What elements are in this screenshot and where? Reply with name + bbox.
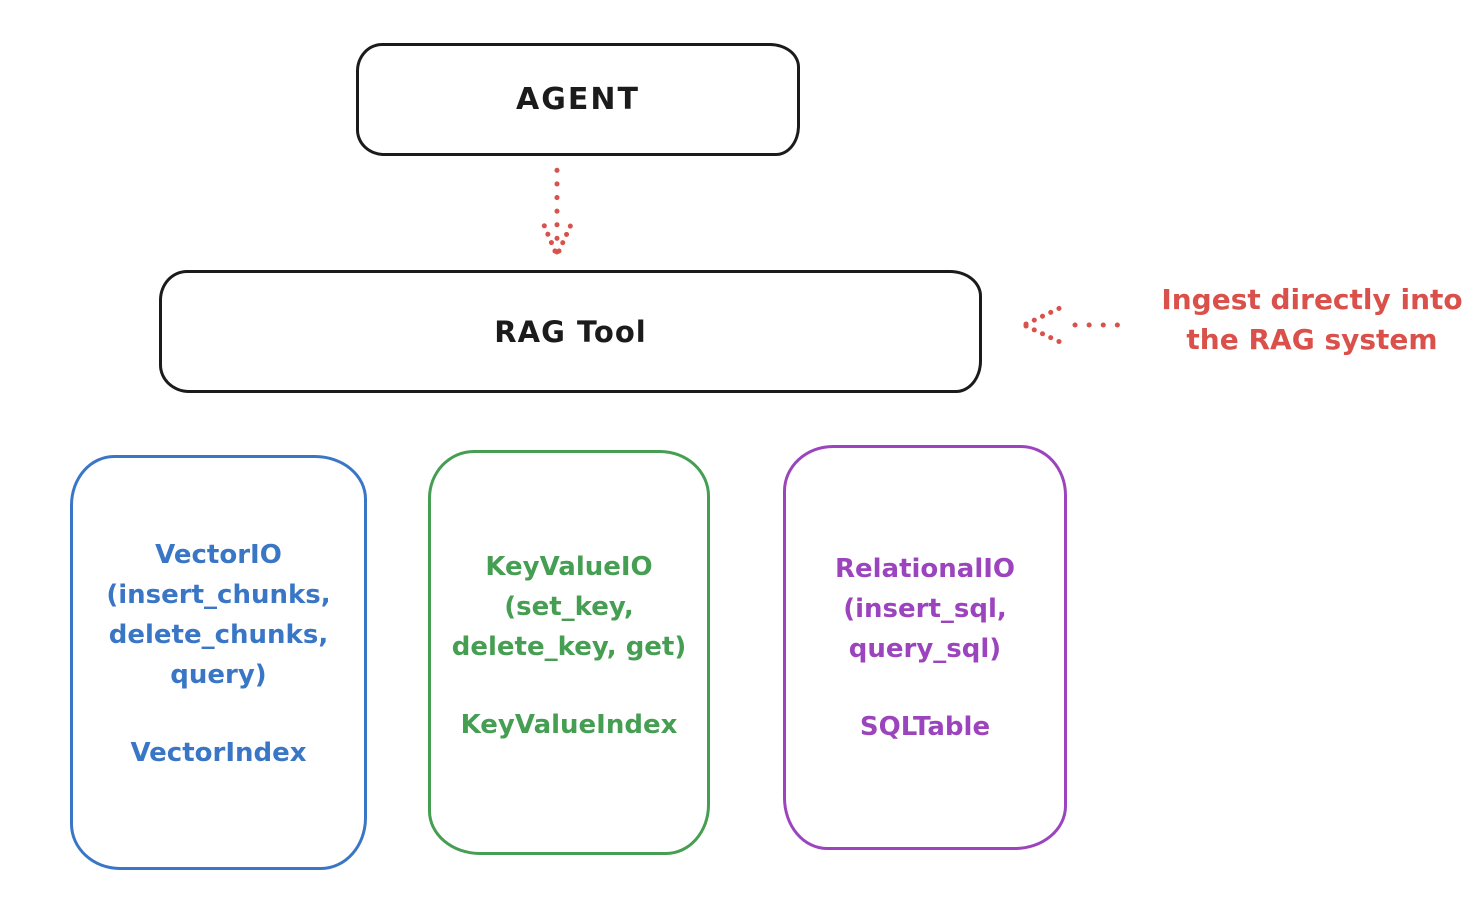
agent-node: AGENT [356, 43, 800, 156]
vector-io-method-line: (insert_chunks, [106, 580, 331, 610]
arrow-down-left-barb [538, 215, 558, 254]
keyvalue-io-title: KeyValueIO [485, 552, 653, 582]
ingest-annotation-line2: the RAG system [1186, 323, 1438, 356]
rag-tool-node: RAG Tool [159, 270, 982, 393]
arrow-down-right-barb [556, 215, 577, 254]
keyvalue-io-method-line: (set_key, [504, 592, 634, 622]
vector-io-method-line: delete_chunks, [108, 620, 329, 650]
relational-io-method-line: query_sql) [848, 634, 1002, 664]
dotted-arrow-agent-to-ragtool-icon [538, 165, 577, 255]
sqltable-label: SQLTable [859, 712, 991, 742]
dotted-arrow-ingest-icon [1023, 304, 1134, 345]
vector-io-title: VectorIO [155, 540, 282, 570]
relational-io-title: RelationalIO [834, 554, 1016, 584]
ingest-annotation-line1: Ingest directly into [1161, 283, 1463, 316]
ingest-annotation: Ingest directly into the RAG system [1140, 280, 1484, 360]
agent-label: AGENT [516, 82, 640, 117]
vector-io-node: VectorIO (insert_chunks, delete_chunks, … [70, 455, 367, 870]
arrow-left-bottom-barb [1023, 323, 1063, 345]
relational-io-node: RelationalIO (insert_sql, query_sql) SQL… [783, 445, 1067, 850]
arrow-left-top-barb [1023, 304, 1065, 327]
keyvalue-io-method-line: delete_key, get) [451, 632, 687, 662]
rag-tool-label: RAG Tool [494, 314, 647, 349]
vector-io-method-line: query) [170, 660, 267, 690]
keyvalue-index-label: KeyValueIndex [460, 710, 678, 740]
relational-io-method-line: (insert_sql, [843, 594, 1007, 624]
keyvalue-io-node: KeyValueIO (set_key, delete_key, get) Ke… [428, 450, 710, 855]
vector-index-label: VectorIndex [130, 738, 307, 768]
